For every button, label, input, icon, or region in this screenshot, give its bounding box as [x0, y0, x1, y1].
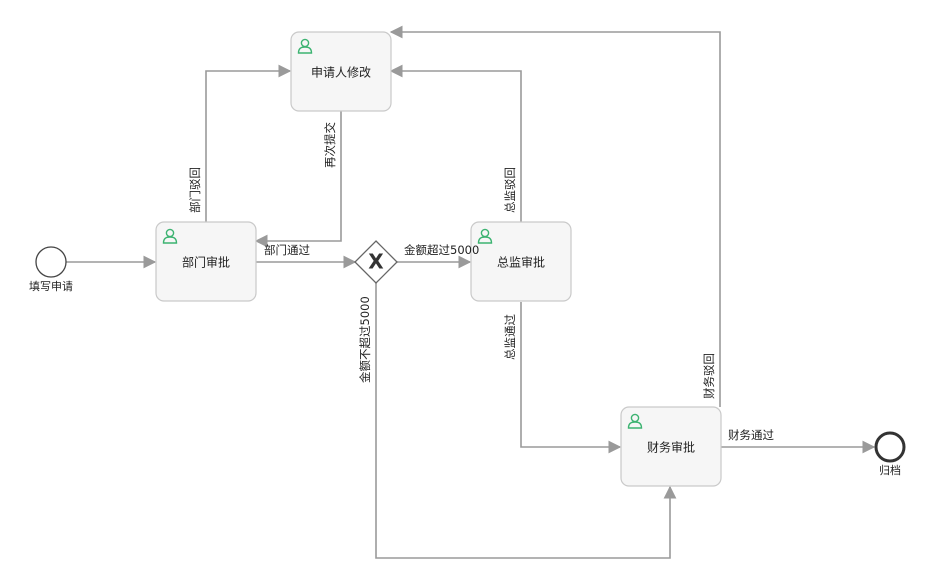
task-dept-approval[interactable]: 部门审批: [155, 221, 257, 302]
label-dept-pass: 部门通过: [264, 243, 310, 257]
task-finance-approval[interactable]: 财务审批: [620, 406, 722, 487]
flow-amount-not-over[interactable]: [375, 283, 677, 559]
task-dept-label: 部门审批: [182, 255, 230, 270]
label-amount-not-over: 金额不超过5000: [358, 296, 372, 383]
task-finance-label: 财务审批: [647, 440, 695, 455]
task-applicant-modify[interactable]: 申请人修改: [290, 31, 392, 112]
flow-finance-reject[interactable]: [389, 25, 721, 407]
label-resubmit: 再次提交: [323, 122, 337, 168]
label-director-reject: 总监驳回: [503, 167, 517, 213]
task-applicant-label: 申请人修改: [311, 65, 371, 80]
label-director-pass: 总监通过: [503, 314, 517, 360]
gateway-x-icon: X: [368, 250, 384, 274]
task-director-label: 总监审批: [497, 255, 545, 270]
start-event[interactable]: [35, 246, 67, 278]
start-event-label: 填写申请: [29, 279, 73, 293]
end-event[interactable]: [874, 431, 906, 463]
label-finance-reject: 财务驳回: [702, 353, 716, 399]
end-event-label: 归档: [879, 463, 901, 477]
task-director-approval[interactable]: 总监审批: [470, 221, 572, 302]
flow-dept-reject[interactable]: [205, 64, 292, 222]
flow-director-pass[interactable]: [520, 302, 622, 454]
flow-director-reject[interactable]: [389, 64, 522, 222]
flow-resubmit[interactable]: [254, 111, 342, 248]
label-amount-over: 金额超过5000: [404, 243, 479, 257]
exclusive-gateway[interactable]: X: [354, 240, 398, 284]
label-finance-pass: 财务通过: [728, 428, 774, 442]
label-dept-reject: 部门驳回: [188, 167, 202, 213]
